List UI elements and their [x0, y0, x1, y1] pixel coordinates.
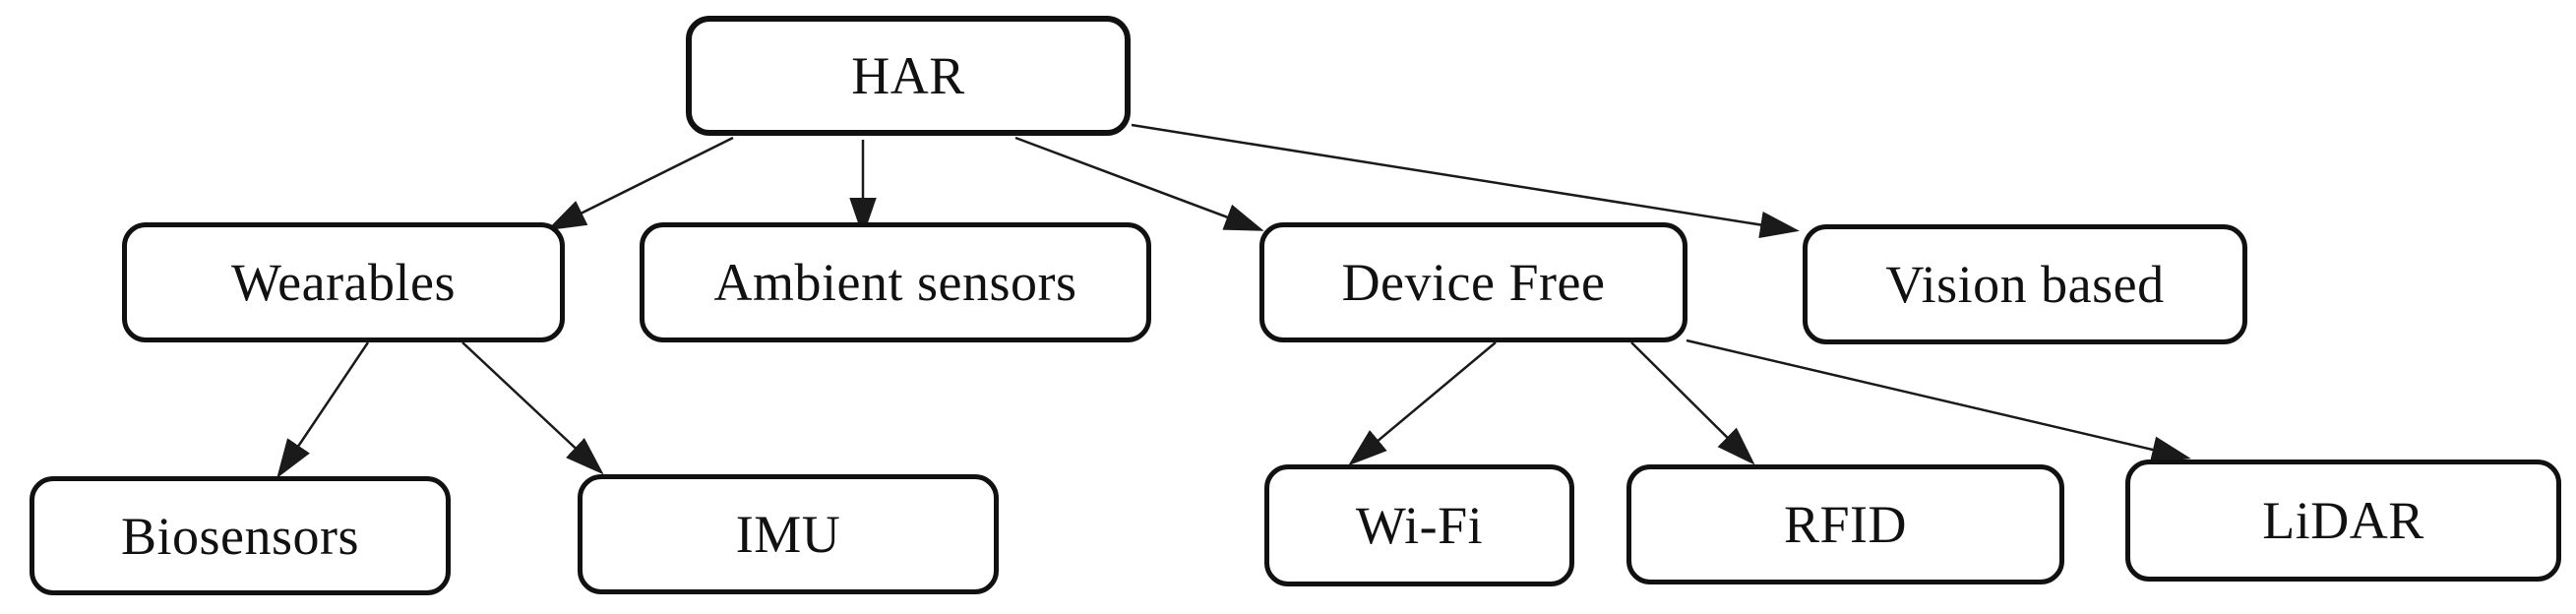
node-har: HAR — [686, 16, 1131, 136]
node-vision-based: Vision based — [1803, 224, 2247, 344]
node-rfid: RFID — [1626, 464, 2064, 584]
edge-wearables-imu — [461, 341, 604, 475]
edge-har-device-free — [1014, 136, 1264, 231]
edge-device-free-rfid — [1630, 341, 1755, 465]
node-lidar: LiDAR — [2125, 460, 2561, 582]
node-wifi: Wi-Fi — [1264, 464, 1574, 586]
node-imu: IMU — [578, 474, 999, 594]
node-device-free: Device Free — [1259, 222, 1687, 342]
edge-wearables-biosensors — [276, 341, 370, 479]
edge-har-vision — [1131, 123, 1800, 239]
edge-device-free-wifi — [1348, 341, 1497, 466]
edge-har-wearables — [546, 136, 734, 231]
node-ambient-sensors: Ambient sensors — [640, 222, 1151, 342]
node-wearables: Wearables — [122, 222, 565, 342]
edge-device-free-lidar — [1686, 338, 2191, 463]
node-biosensors: Biosensors — [30, 476, 451, 595]
